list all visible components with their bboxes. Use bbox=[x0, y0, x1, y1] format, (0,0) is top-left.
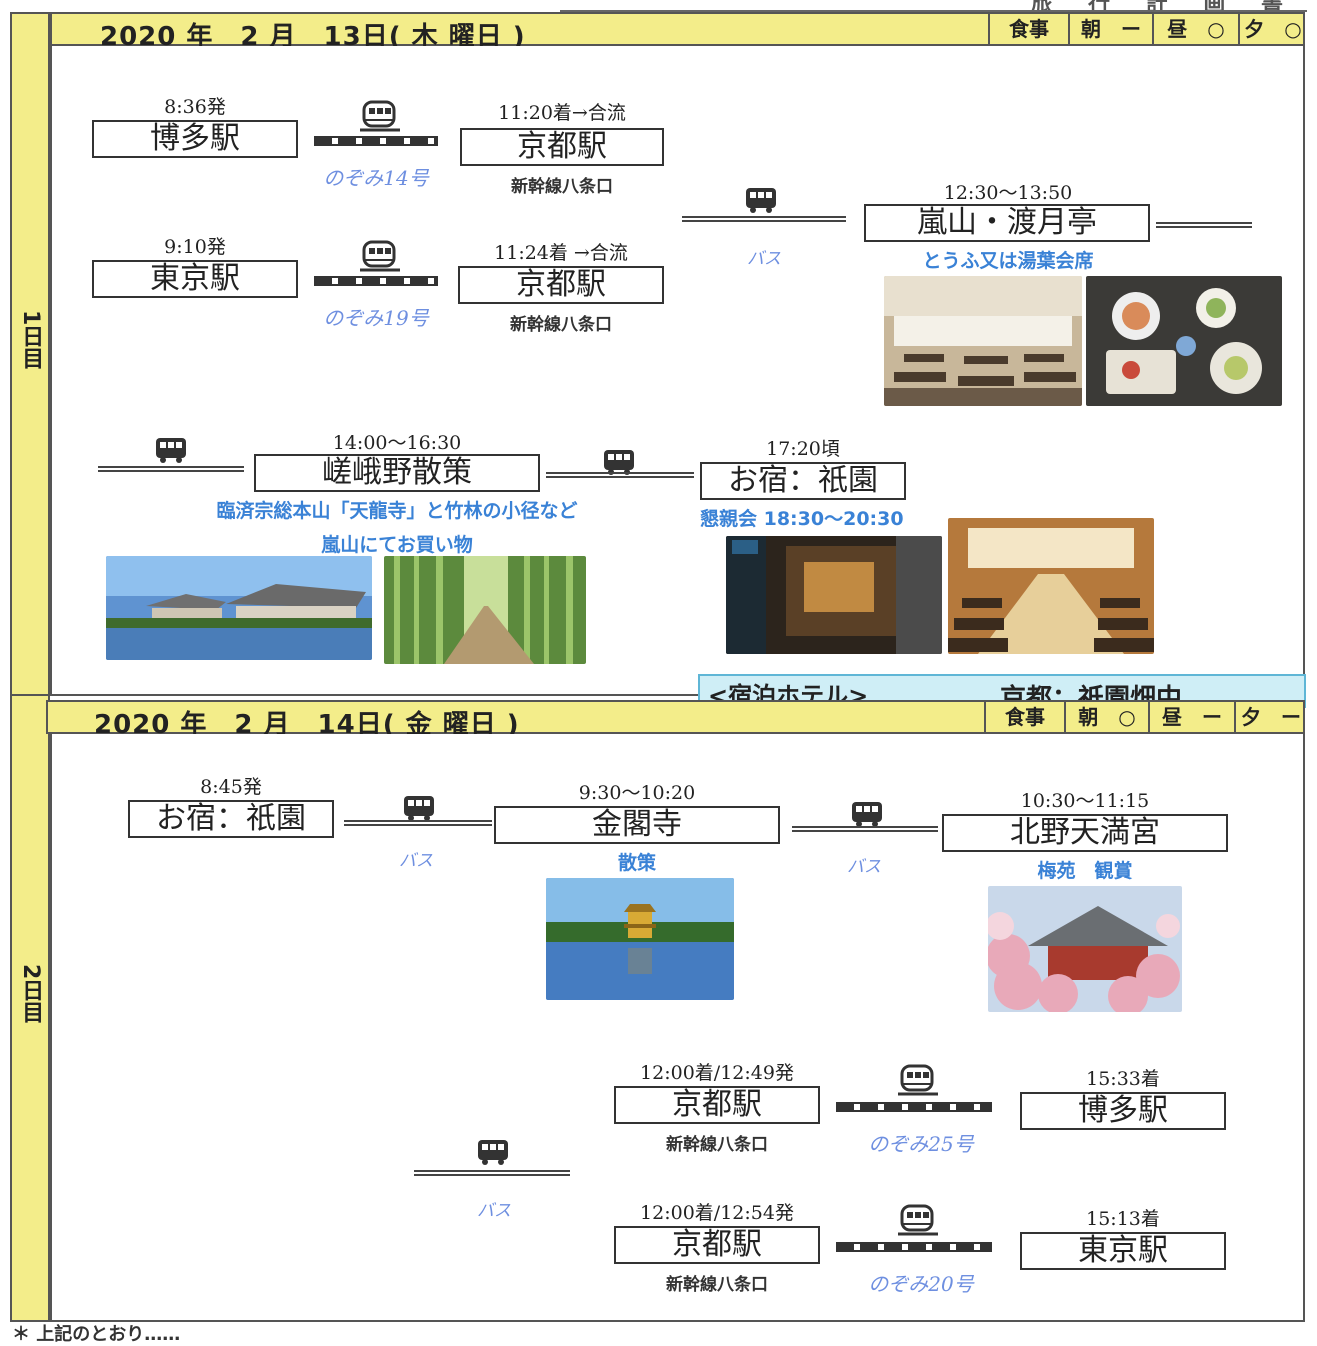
lunch-time: 12:30〜13:50 bbox=[943, 182, 1073, 204]
route-a-to-sub: 新幹線八条口 bbox=[511, 177, 613, 197]
day2-meal-title: 食事 bbox=[984, 702, 1064, 732]
train-icon bbox=[360, 100, 400, 138]
return-a-train: のぞみ25号 bbox=[868, 1132, 974, 1156]
route-b-arrive-time: 11:24着 →合流 bbox=[494, 242, 628, 264]
day2-header: 2020 年 2 月 14日( 金 曜日 ) 食事 朝 ○ 昼 ー 夕 ー bbox=[46, 700, 1306, 740]
sagano-note1: 臨済宗総本山「天龍寺」と竹林の小径など bbox=[216, 500, 578, 522]
return-b-rail bbox=[836, 1242, 992, 1252]
route-b-to-box: 京都駅 bbox=[458, 266, 664, 304]
bus-icon bbox=[154, 436, 188, 468]
sagano-note2: 嵐山にてお買い物 bbox=[321, 534, 473, 556]
tenryuji-photo bbox=[106, 556, 372, 660]
day2-bus3-label: バス bbox=[477, 1201, 511, 1221]
train-icon bbox=[898, 1064, 938, 1102]
day1-label: 1日目 bbox=[18, 310, 44, 370]
return-a-from-sub: 新幹線八条口 bbox=[666, 1135, 768, 1155]
route-a-from-box: 博多駅 bbox=[92, 120, 298, 158]
route-b-from-box: 東京駅 bbox=[92, 260, 298, 298]
inn-time: 17:20頃 bbox=[766, 438, 840, 460]
banquet-hall-photo bbox=[948, 518, 1154, 654]
bamboo-forest-photo bbox=[384, 556, 586, 664]
restaurant-hall-photo bbox=[884, 276, 1082, 406]
bus-icon bbox=[402, 794, 436, 826]
day1-band bbox=[10, 12, 50, 696]
inn-note: 懇親会 18:30〜20:30 bbox=[700, 508, 904, 530]
sagano-time: 14:00〜16:30 bbox=[332, 432, 462, 454]
day1-bus1-line bbox=[682, 216, 846, 222]
return-b-to-box: 東京駅 bbox=[1020, 1232, 1226, 1270]
day1-header: 2020 年 2 月 13日( 木 曜日 ) 食事 朝 ー 昼 ○ 夕 ○ bbox=[50, 12, 1306, 52]
lunch-right-line bbox=[1156, 222, 1252, 228]
route-b-to-sub: 新幹線八条口 bbox=[510, 315, 612, 335]
bus-icon bbox=[744, 186, 778, 218]
day2-start-box: お宿：祇園 bbox=[128, 800, 334, 838]
top-rule bbox=[560, 10, 1307, 12]
day2-label: 2日目 bbox=[18, 964, 44, 1024]
kitano-note: 梅苑 観賞 bbox=[1037, 860, 1133, 882]
kinkakuji-note: 散策 bbox=[617, 852, 656, 874]
route-a-train: のぞみ14号 bbox=[323, 166, 429, 190]
return-b-from-sub: 新幹線八条口 bbox=[666, 1275, 768, 1295]
route-a-to-box: 京都駅 bbox=[460, 128, 664, 166]
route-a-rail bbox=[314, 136, 438, 146]
return-a-rail bbox=[836, 1102, 992, 1112]
return-a-arrive-time: 15:33着 bbox=[1086, 1068, 1160, 1090]
kitano-plum-photo bbox=[988, 886, 1182, 1012]
return-a-time: 12:00着/12:49発 bbox=[640, 1062, 794, 1084]
footer-text: ＊ 上記のとおり…… bbox=[12, 1324, 181, 1345]
day2-meal-dinner: 夕 ー bbox=[1234, 702, 1306, 732]
day2-bus3-line bbox=[414, 1170, 570, 1176]
day1-meal-lunch: 昼 ○ bbox=[1152, 14, 1238, 44]
return-b-train: のぞみ20号 bbox=[868, 1272, 974, 1296]
return-a-to-box: 博多駅 bbox=[1020, 1092, 1226, 1130]
day1-meal-breakfast: 朝 ー bbox=[1068, 14, 1152, 44]
day2-start-time: 8:45発 bbox=[200, 776, 262, 798]
inn-entrance-photo bbox=[726, 536, 942, 654]
return-b-arrive-time: 15:13着 bbox=[1086, 1208, 1160, 1230]
day2-bus1-label: バス bbox=[399, 851, 433, 871]
day2-meal-breakfast: 朝 ○ bbox=[1064, 702, 1148, 732]
day1-bus3-line bbox=[546, 472, 694, 478]
return-a-from-box: 京都駅 bbox=[614, 1086, 820, 1124]
day1-bus1-label: バス bbox=[747, 249, 781, 269]
return-b-time: 12:00着/12:54発 bbox=[640, 1202, 794, 1224]
train-icon bbox=[898, 1204, 938, 1242]
kinkakuji-box: 金閣寺 bbox=[494, 806, 780, 844]
bus-icon bbox=[476, 1138, 510, 1170]
route-b-rail bbox=[314, 276, 438, 286]
day2-meal-lunch: 昼 ー bbox=[1148, 702, 1234, 732]
train-icon bbox=[360, 240, 400, 278]
day1-bus2-line bbox=[98, 466, 244, 472]
route-b-train: のぞみ19号 bbox=[323, 306, 429, 330]
bus-icon bbox=[850, 800, 884, 832]
lunch-box: 嵐山・渡月亭 bbox=[864, 204, 1150, 242]
route-a-depart-time: 8:36発 bbox=[164, 96, 226, 118]
route-b-depart-time: 9:10発 bbox=[164, 236, 226, 258]
kaiseki-food-photo bbox=[1086, 276, 1282, 406]
inn-box: お宿：祇園 bbox=[700, 462, 906, 500]
day1-meal-title: 食事 bbox=[988, 14, 1068, 44]
day2-bus2-label: バス bbox=[847, 857, 881, 877]
kinkakuji-photo bbox=[546, 878, 734, 1000]
sagano-box: 嵯峨野散策 bbox=[254, 454, 540, 492]
kitano-time: 10:30〜11:15 bbox=[1020, 790, 1150, 812]
return-b-from-box: 京都駅 bbox=[614, 1226, 820, 1264]
day2-band bbox=[10, 694, 50, 1322]
route-a-arrive-time: 11:20着→合流 bbox=[498, 102, 626, 124]
kitano-box: 北野天満宮 bbox=[942, 814, 1228, 852]
day2-bus1-line bbox=[344, 820, 492, 826]
lunch-note: とうふ又は湯葉会席 bbox=[922, 250, 1094, 272]
day1-meal-dinner: 夕 ○ bbox=[1238, 14, 1306, 44]
kinkakuji-time: 9:30〜10:20 bbox=[578, 782, 696, 804]
day2-bus2-line bbox=[792, 826, 938, 832]
